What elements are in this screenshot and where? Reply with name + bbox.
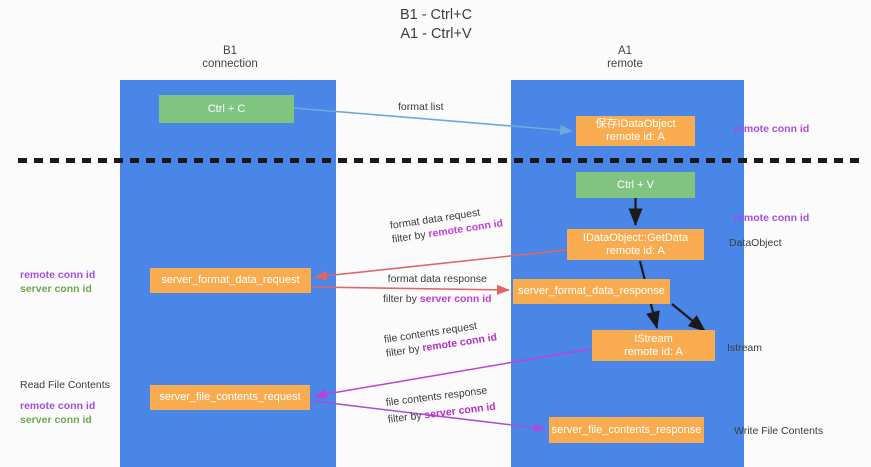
box-server-file-contents-response-label: server_file_contents_response [551, 423, 702, 436]
title-line-2: A1 - Ctrl+V [400, 26, 472, 42]
box-getdata-subtitle: remote id: A [606, 244, 665, 257]
lane-header-a1-subtitle: remote [607, 58, 643, 70]
box-server-file-contents-request-label: server_file_contents_request [159, 391, 301, 403]
filter-prefix: filter by [387, 409, 426, 426]
annotation-remote-conn-id-mid: remote conn id [734, 212, 810, 224]
edge-label-format-list-text: format list [398, 101, 444, 113]
edge-label-format-data-response-line1: format data response [387, 273, 487, 285]
title-line-1: B1 - Ctrl+C [399, 7, 473, 23]
edge-label-format-list: format list [398, 100, 444, 114]
lane-header-b1-subtitle: connection [202, 58, 258, 70]
annotation-left-bottom-remote-conn-id: remote conn id [20, 400, 96, 412]
box-getdata-title: IDataObject::GetData [582, 231, 689, 244]
box-ctrl-c-label: Ctrl + C [207, 102, 246, 115]
annotation-istream: Istream [727, 342, 763, 354]
box-save-idataobject[interactable]: 保存IDataObject remote id: A [576, 116, 695, 146]
lane-header-a1-name: A1 [617, 45, 633, 57]
box-server-format-data-response-label: server_format_data_response [518, 285, 665, 297]
box-idataobject-getdata[interactable]: IDataObject::GetData remote id: A [567, 229, 704, 260]
box-server-file-contents-response[interactable]: server_file_contents_response [549, 417, 704, 443]
box-server-format-data-request[interactable]: server_format_data_request [150, 268, 311, 293]
filter-key: server conn id [419, 293, 492, 305]
box-save-idataobject-title: 保存IDataObject [595, 118, 676, 130]
box-ctrl-c[interactable]: Ctrl + C [159, 95, 294, 123]
annotation-left-conn-ids-mid: remote conn id server conn id [20, 268, 95, 296]
edge-label-file-contents-request: file contents request filter by remote c… [383, 316, 498, 360]
box-ctrl-v[interactable]: Ctrl + V [576, 172, 695, 198]
box-istream-title: IStream [634, 332, 673, 345]
edge-label-format-data-response: format data response filter by server co… [383, 272, 492, 306]
box-istream[interactable]: IStream remote id: A [592, 330, 715, 361]
annotation-left-read-file-contents: Read File Contents remote conn id server… [20, 378, 110, 427]
edge-label-file-contents-response: file contents response filter by server … [385, 383, 497, 427]
annotation-remote-conn-id-top: remote conn id [734, 123, 810, 135]
edge-label-format-data-response-filter: filter by server conn id [383, 292, 492, 306]
filter-prefix: filter by [383, 293, 420, 305]
annotation-left-remote-conn-id: remote conn id [20, 269, 96, 281]
annotation-read-file-contents: Read File Contents [20, 379, 110, 391]
box-save-idataobject-subtitle: remote id: A [606, 131, 665, 143]
lane-header-b1: B1 connection [150, 45, 310, 71]
box-istream-subtitle: remote id: A [624, 345, 683, 358]
edge-label-format-data-request: format data request filter by remote con… [389, 202, 504, 246]
page-title: B1 - Ctrl+C A1 - Ctrl+V [286, 6, 586, 44]
filter-prefix: filter by [385, 342, 424, 360]
box-server-file-contents-request[interactable]: server_file_contents_request [150, 385, 310, 410]
annotation-left-bottom-server-conn-id: server conn id [20, 414, 92, 426]
lane-header-a1: A1 remote [545, 45, 705, 71]
box-ctrl-v-label: Ctrl + V [617, 178, 654, 191]
lane-header-b1-name: B1 [222, 45, 238, 57]
annotation-dataobject: DataObject [729, 237, 782, 249]
box-server-format-data-request-label: server_format_data_request [161, 274, 300, 286]
filter-prefix: filter by [391, 228, 430, 246]
annotation-left-server-conn-id: server conn id [20, 283, 92, 295]
box-server-format-data-response[interactable]: server_format_data_response [513, 279, 670, 304]
annotation-write-file-contents: Write File Contents [734, 425, 824, 437]
